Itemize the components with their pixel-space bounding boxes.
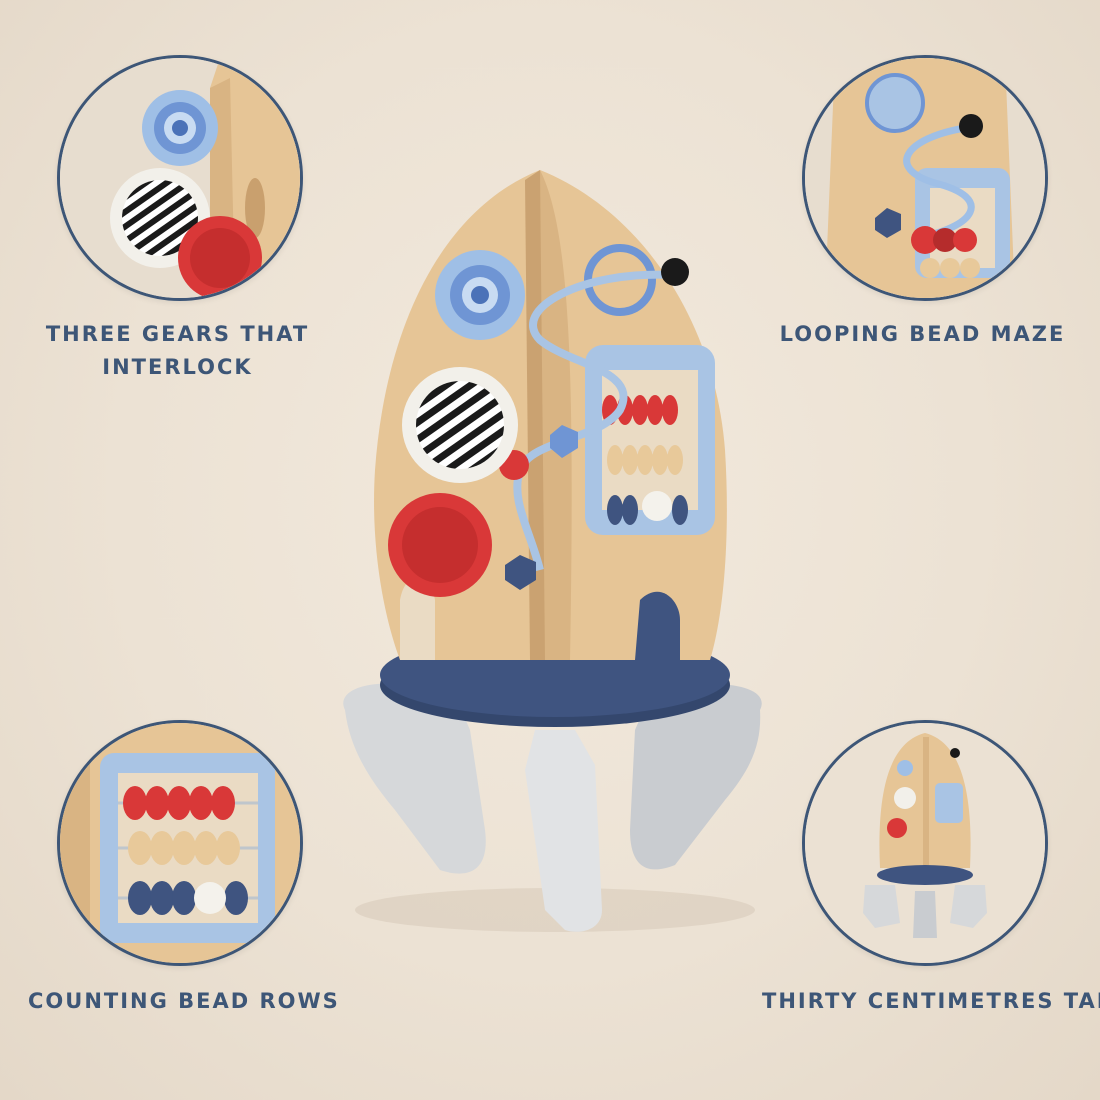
rocket-right-fin bbox=[630, 684, 762, 870]
rocket-front-fin bbox=[525, 730, 602, 932]
abacus-feature-label: COUNTING BEAD ROWS bbox=[28, 985, 340, 1018]
height-feature-label: THIRTY CENTIMETRES TALL bbox=[762, 985, 1100, 1018]
height-label-text: THIRTY CENTIMETRES TALL bbox=[762, 989, 1100, 1013]
maze-closeup-image bbox=[805, 58, 1045, 298]
abacus-closeup-circle bbox=[57, 720, 303, 966]
abacus-label-text: COUNTING BEAD ROWS bbox=[28, 989, 340, 1013]
rocket-activity-toy bbox=[343, 170, 762, 932]
gears-label-line1: THREE GEARS THAT bbox=[45, 322, 310, 346]
blue-gear bbox=[435, 250, 525, 340]
gears-closeup-circle bbox=[57, 55, 303, 301]
rocket-left-fin bbox=[343, 683, 486, 874]
abacus-closeup-image bbox=[60, 723, 300, 963]
bead-maze-wire bbox=[513, 270, 676, 571]
gears-closeup-image bbox=[60, 58, 300, 298]
height-closeup-circle bbox=[802, 720, 1048, 966]
gears-label-line2: INTERLOCK bbox=[102, 355, 253, 379]
maze-closeup-circle bbox=[802, 55, 1048, 301]
gears-feature-label: THREE GEARS THAT INTERLOCK bbox=[40, 318, 315, 384]
maze-feature-label: LOOPING BEAD MAZE bbox=[775, 318, 1070, 351]
striped-gear bbox=[402, 367, 518, 483]
maze-label-text: LOOPING BEAD MAZE bbox=[779, 322, 1066, 346]
red-gear bbox=[388, 493, 492, 597]
small-rocket-image bbox=[805, 723, 1045, 963]
